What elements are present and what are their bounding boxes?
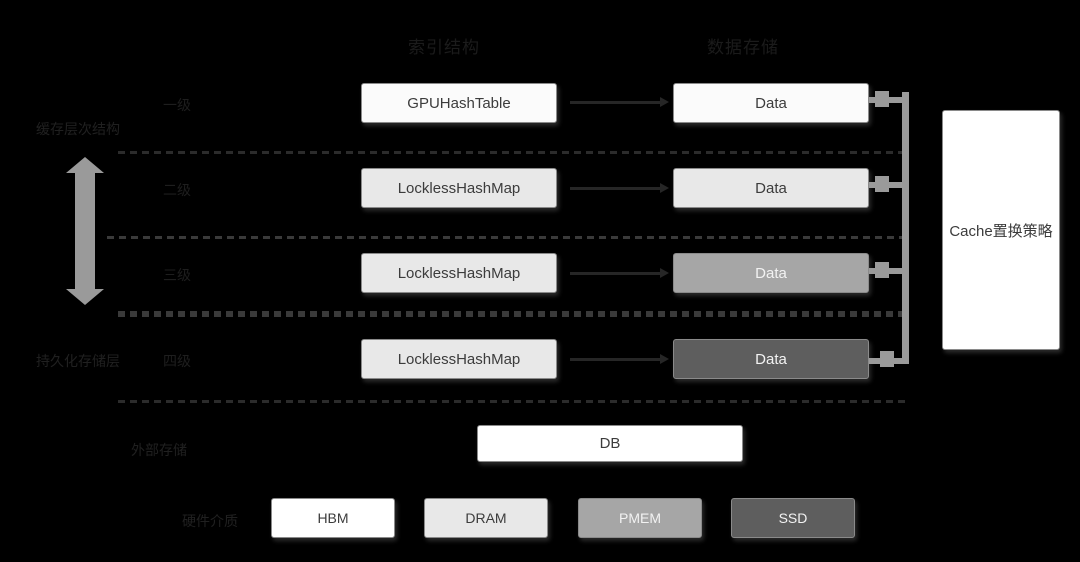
cache-stub-tier-3 (869, 268, 909, 274)
data-box-tier-3[interactable]: Data (673, 253, 869, 293)
database-box[interactable]: DB (477, 425, 743, 462)
media-box-hbm[interactable]: HBM (271, 498, 395, 538)
tier-separator-3 (118, 311, 908, 317)
tier-label-1: 一级 (163, 97, 191, 113)
tier-label-2: 二级 (163, 182, 191, 198)
side-label-external-storage: 外部存储 (131, 442, 187, 458)
data-box-tier-4[interactable]: Data (673, 339, 869, 379)
column-header-data: 数据存储 (707, 38, 779, 57)
cache-node-tier-4 (880, 351, 894, 367)
flow-arrow-tier-4 (570, 354, 669, 364)
column-header-index: 索引结构 (408, 38, 480, 57)
cache-stub-tier-2 (869, 182, 909, 188)
tier-direction-arrow (66, 157, 104, 305)
index-box-tier-2[interactable]: LocklessHashMap (361, 168, 557, 208)
data-box-tier-1[interactable]: Data (673, 83, 869, 123)
tier-label-3: 三级 (163, 267, 191, 283)
flow-arrow-tier-2 (570, 183, 669, 193)
index-box-tier-1[interactable]: GPUHashTable (361, 83, 557, 123)
index-box-tier-3[interactable]: LocklessHashMap (361, 253, 557, 293)
tier-separator-2 (107, 236, 908, 239)
media-box-ssd[interactable]: SSD (731, 498, 855, 538)
flow-arrow-tier-1 (570, 97, 669, 107)
side-label-persist-group: 持久化存储层 (36, 353, 120, 369)
cache-policy-box[interactable]: Cache置换策略 (942, 110, 1060, 350)
cache-stub-tier-1 (869, 97, 909, 103)
media-box-pmem[interactable]: PMEM (578, 498, 702, 538)
side-label-cache-group: 缓存层次结构 (36, 121, 120, 137)
cache-node-tier-1 (875, 91, 889, 107)
cache-node-tier-2 (875, 176, 889, 192)
cache-bus-line (902, 92, 909, 364)
tier-separator-1 (118, 151, 908, 154)
media-box-dram[interactable]: DRAM (424, 498, 548, 538)
flow-arrow-tier-3 (570, 268, 669, 278)
cache-node-tier-3 (875, 262, 889, 278)
tier-label-4: 四级 (163, 353, 191, 369)
data-box-tier-2[interactable]: Data (673, 168, 869, 208)
tier-separator-4 (118, 400, 908, 403)
index-box-tier-4[interactable]: LocklessHashMap (361, 339, 557, 379)
side-label-hardware-media: 硬件介质 (182, 513, 238, 529)
